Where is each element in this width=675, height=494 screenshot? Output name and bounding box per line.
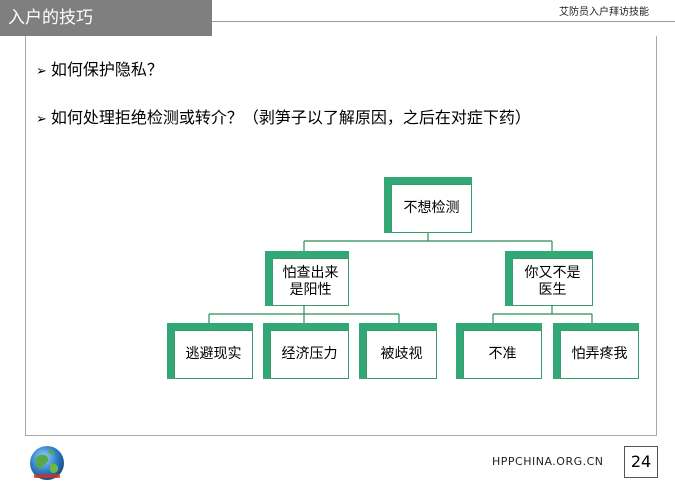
tree-node-positive-fear: 怕查出来是阳性 [265,251,349,306]
tree-node-label: 被歧视 [366,330,437,379]
tree-node-label: 不准 [463,330,542,379]
tree-node-not-doctor: 你又不是医生 [505,251,593,306]
content-frame [25,36,657,436]
tree-node-fear-pain: 怕弄疼我 [553,323,639,379]
page-number: 24 [624,446,658,478]
bullet-item-refusal: ➢如何处理拒绝检测或转介？（剥笋子以了解原因，之后在对症下药） [36,104,596,134]
tree-node-label: 你又不是医生 [512,258,593,306]
bullet-arrow-icon: ➢ [36,112,47,127]
tree-node-economic-pressure: 经济压力 [263,323,349,379]
bullet-item-privacy: ➢如何保护隐私？ [36,56,163,86]
bullet-arrow-icon: ➢ [36,64,47,79]
tree-node-label: 经济压力 [270,330,349,379]
tree-node-inaccurate: 不准 [456,323,542,379]
header-subtitle: 艾防员入户拜访技能 [559,7,649,18]
slide-title: 入户的技巧 [0,0,212,36]
bullet-text: 如何保护隐私？ [50,60,163,79]
tree-node-discrimination: 被歧视 [359,323,437,379]
globe-logo-icon [30,446,64,480]
footer-url: HPPCHINA.ORG.CN [492,455,604,468]
header-divider [212,21,675,22]
tree-node-root: 不想检测 [384,177,472,233]
tree-node-label: 不想检测 [391,184,472,233]
tree-node-label: 怕弄疼我 [560,330,639,379]
bullet-text: 如何处理拒绝检测或转介？（剥笋子以了解原因，之后在对症下药） [50,108,531,127]
tree-node-label: 怕查出来是阳性 [272,258,349,306]
tree-node-label: 逃避现实 [174,330,253,379]
tree-node-avoid-reality: 逃避现实 [167,323,253,379]
